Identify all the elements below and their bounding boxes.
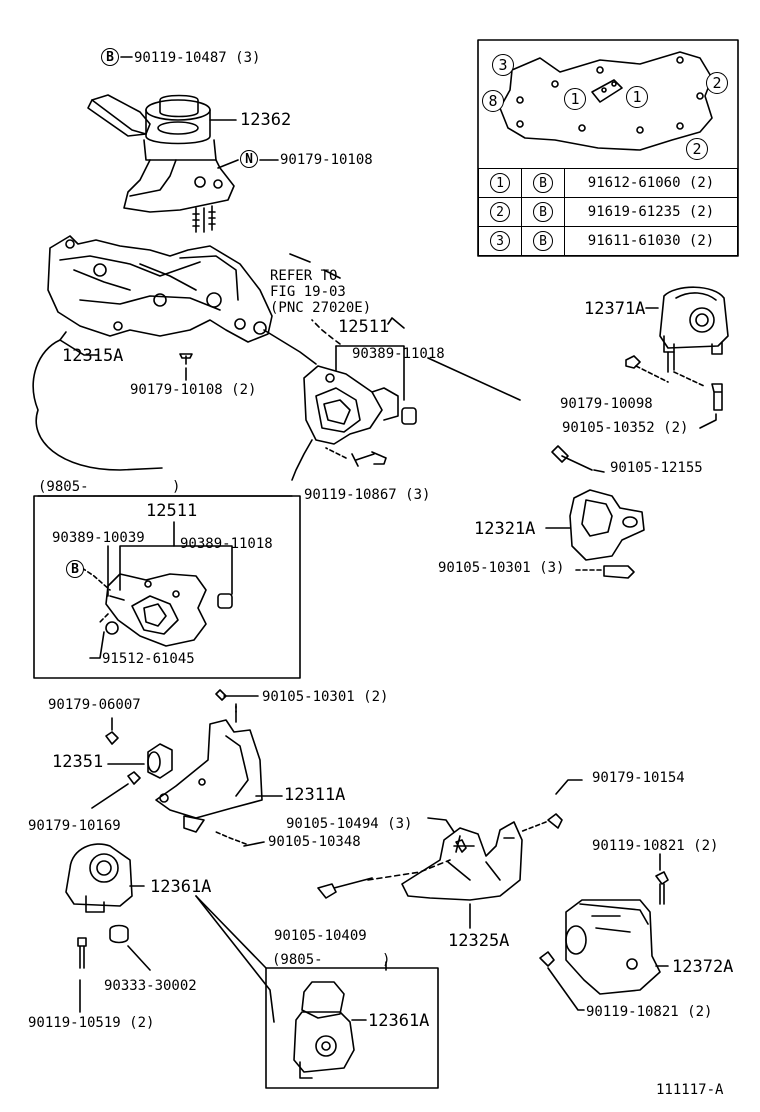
bolt-part-number: 91611-61030 (2) (564, 226, 738, 256)
bolt-table-row: 2 B 91619-61235 (2) (478, 197, 738, 227)
part-12321A: 12321A (474, 519, 536, 539)
gasket-callout-1a: 1 (564, 88, 586, 110)
gasket-callout-3: 3 (492, 54, 514, 76)
part-90105-12155: 90105-12155 (610, 460, 703, 476)
bracket-12315A (32, 235, 341, 471)
date-range-9805-a-end: ) (172, 479, 181, 495)
mount-12371A (625, 286, 729, 411)
part-90179-10108: 90179-10108 (280, 152, 373, 168)
part-90389-10039: 90389-10039 (52, 530, 145, 546)
bolt-part-number: 91619-61235 (2) (564, 197, 738, 227)
date-range-9805-b-end: ) (382, 952, 391, 968)
part-12511: 12511 (338, 317, 390, 337)
part-90119-10821-b: 90119-10821 (2) (586, 1004, 713, 1020)
mount-12321A (551, 445, 645, 579)
part-90105-10352: 90105-10352 (2) (562, 420, 689, 436)
bolt-ref-callout: 2 (490, 202, 510, 222)
bracket-12511-inset (105, 573, 233, 647)
part-90105-10494: 90105-10494 (3) (286, 816, 413, 832)
gasket-callout-8: 8 (482, 90, 504, 112)
refer-text-line2: FIG 19-03 (270, 284, 346, 300)
mount-12372A (539, 871, 669, 995)
part-12362: 12362 (240, 110, 292, 130)
part-90179-06007: 90179-06007 (48, 697, 141, 713)
part-90119-10867: 90119-10867 (3) (304, 487, 431, 503)
bushing-12351 (105, 731, 173, 785)
mount-12361A (65, 843, 133, 969)
part-90119-10519: 90119-10519 (2) (28, 1015, 155, 1031)
part-12371A: 12371A (584, 299, 646, 319)
bolt-type-callout: B (533, 202, 553, 222)
engine-mount-12362 (87, 94, 235, 233)
bolt-ref-callout: 3 (490, 231, 510, 251)
callout-n-nut: N (240, 150, 258, 168)
bolt-type-callout: B (533, 173, 553, 193)
part-90105-10301-2: 90105-10301 (2) (262, 689, 389, 705)
part-90389-11018: 90389-11018 (352, 346, 445, 362)
callout-b-bolt: B (101, 48, 119, 66)
bolt-part-number: 91612-61060 (2) (564, 168, 738, 198)
bracket-12311A (155, 689, 263, 833)
part-12361A: 12361A (150, 877, 212, 897)
bolt-type-callout: B (533, 231, 553, 251)
gasket-callout-2b: 2 (686, 138, 708, 160)
part-90179-10108-2: 90179-10108 (2) (130, 382, 257, 398)
callout-b-bolt-inset: B (66, 560, 84, 578)
date-range-9805-a: (9805- (38, 479, 89, 495)
part-12325A: 12325A (448, 931, 510, 951)
bracket-12325A (317, 813, 563, 901)
part-12511-inset: 12511 (146, 501, 198, 521)
bolt-table-row: 1 B 91612-61060 (2) (478, 168, 738, 198)
gasket-callout-1b: 1 (626, 86, 648, 108)
part-12315A: 12315A (62, 346, 124, 366)
part-12311A: 12311A (284, 785, 346, 805)
part-90119-10487: 90119-10487 (3) (134, 50, 261, 66)
part-90333-30002: 90333-30002 (104, 978, 197, 994)
part-91512-61045: 91512-61045 (102, 651, 195, 667)
part-12372A: 12372A (672, 957, 734, 977)
part-90179-10154: 90179-10154 (592, 770, 685, 786)
part-90179-10098: 90179-10098 (560, 396, 653, 412)
part-12361A-inset: 12361A (368, 1011, 430, 1031)
bracket-12511-upper (303, 365, 417, 467)
refer-text-line1: REFER TO (270, 268, 338, 284)
inset-frame-9805-b (265, 967, 439, 1089)
part-90105-10348: 90105-10348 (268, 834, 361, 850)
leader-lines (37, 56, 717, 1023)
bolt-ref-callout: 1 (490, 173, 510, 193)
part-90119-10821-a: 90119-10821 (2) (592, 838, 719, 854)
gasket-callout-2a: 2 (706, 72, 728, 94)
part-90105-10409: 90105-10409 (274, 928, 367, 944)
part-90389-11018-inset: 90389-11018 (180, 536, 273, 552)
part-90179-10169: 90179-10169 (28, 818, 121, 834)
mount-12361A-inset (293, 981, 355, 1079)
refer-text-line3: (PNC 27020E) (270, 300, 372, 316)
part-12351: 12351 (52, 752, 104, 772)
figure-number: 111117-A (656, 1082, 724, 1098)
bolt-table-row: 3 B 91611-61030 (2) (478, 226, 738, 256)
part-90105-10301-3: 90105-10301 (3) (438, 560, 565, 576)
date-range-9805-b: (9805- (272, 952, 323, 968)
